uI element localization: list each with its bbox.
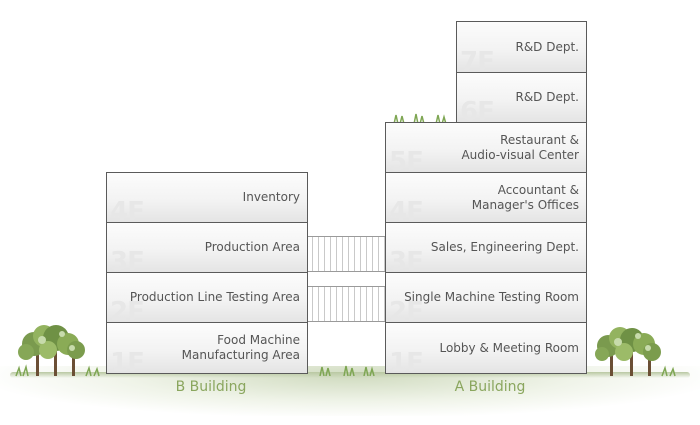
floor-a-2f: 2F Single Machine Testing Room xyxy=(385,272,587,327)
tree-cluster-right xyxy=(595,327,676,377)
floor-a-4f: 4F Accountant & Manager's Offices xyxy=(385,172,587,227)
floor-number: 2F xyxy=(389,297,424,327)
floor-label: Lobby & Meeting Room xyxy=(439,340,579,355)
floor-label: Production Line Testing Area xyxy=(129,290,300,304)
floor-b-4f: 4F Inventory xyxy=(106,172,308,227)
floor-label: Single Machine Testing Room xyxy=(404,290,579,304)
building-b: 4F Inventory 3F Production Area 2F Produ… xyxy=(106,172,308,378)
floor-label: Accountant & Manager's Offices xyxy=(471,182,579,212)
floor-number: 5F xyxy=(389,147,424,177)
floor-number: 3F xyxy=(110,247,145,277)
grass-rooftop xyxy=(393,113,447,124)
floor-a-5f: 5F Restaurant & Audio-visual Center xyxy=(385,122,587,177)
floor-label: Inventory xyxy=(242,190,300,204)
floor-number: 3F xyxy=(389,247,424,277)
floor-a-1f: 1F Lobby & Meeting Room xyxy=(385,322,587,378)
floor-label: Production Area xyxy=(204,240,300,254)
floor-number: 4F xyxy=(110,197,145,227)
floor-label: Restaurant & Audio-visual Center xyxy=(461,132,579,162)
floor-b-2f: 2F Production Line Testing Area xyxy=(106,272,308,327)
floor-a-3f: 3F Sales, Engineering Dept. xyxy=(385,222,587,277)
tree-cluster-left xyxy=(15,325,100,377)
building-a-name: A Building xyxy=(454,379,526,395)
bridge-2f xyxy=(307,286,386,322)
bridge-3f xyxy=(307,236,386,272)
floor-b-3f: 3F Production Area xyxy=(106,222,308,277)
floor-label: R&D Dept. xyxy=(515,90,579,104)
floor-number: 6F xyxy=(460,97,495,127)
floor-label: Sales, Engineering Dept. xyxy=(430,240,579,254)
building-b-name: B Building xyxy=(175,379,247,395)
floor-number: 1F xyxy=(110,348,145,378)
floor-label: R&D Dept. xyxy=(515,39,579,54)
floor-a-7f: 7F R&D Dept. xyxy=(456,21,587,77)
floor-number: 2F xyxy=(110,297,145,327)
floor-number: 7F xyxy=(460,47,495,77)
grass-middle xyxy=(319,365,375,376)
floor-number: 4F xyxy=(389,197,424,227)
floor-label: Food Machine Manufacturing Area xyxy=(181,333,300,362)
floor-b-1f: 1F Food Machine Manufacturing Area xyxy=(106,322,308,378)
building-a: 7F R&D Dept. 6F R&D Dept. 5F Restaurant … xyxy=(385,21,587,378)
floor-number: 1F xyxy=(389,348,424,378)
floor-a-6f: 6F R&D Dept. xyxy=(456,72,587,127)
